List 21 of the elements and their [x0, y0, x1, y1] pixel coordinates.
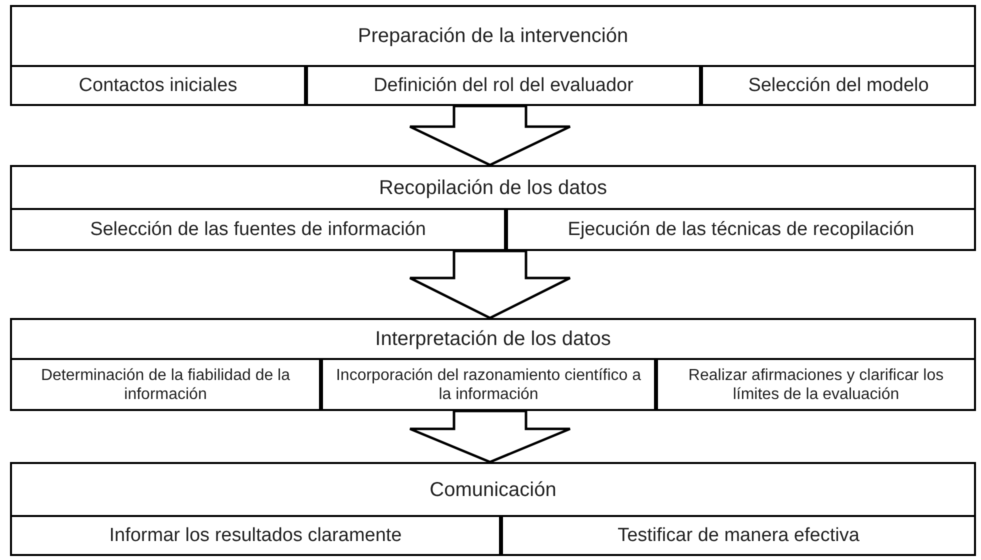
block-arrow: [408, 250, 572, 320]
step-box: Definición del rol del evaluador: [306, 65, 701, 106]
stage-box: [10, 5, 976, 106]
step-box: Contactos iniciales: [10, 65, 306, 106]
block-arrow: [408, 104, 572, 166]
step-box: Determinación de la fiabilidad de la información: [10, 358, 321, 411]
step-box: Ejecución de las técnicas de recopilación: [506, 208, 976, 251]
stage-title: Preparación de la intervención: [356, 25, 630, 48]
step-box: Incorporación del razonamiento científico a la información: [321, 358, 656, 411]
step-box: Selección de las fuentes de información: [10, 208, 506, 251]
stage-title: Comunicación: [428, 478, 558, 502]
stage-title: Interpretación de los datos: [374, 328, 612, 351]
stage-box: [10, 165, 976, 251]
stage-box: [10, 318, 976, 411]
step-box: Selección del modelo: [701, 65, 976, 106]
step-box: Realizar afirmaciones y clarificar los límites de la evaluación: [656, 358, 976, 411]
block-arrow: [408, 410, 572, 464]
stage-title: Recopilación de los datos: [378, 176, 608, 200]
stage-box: [10, 462, 976, 556]
step-box: Testificar de manera efectiva: [501, 515, 976, 556]
step-box: Informar los resultados claramente: [10, 515, 501, 556]
